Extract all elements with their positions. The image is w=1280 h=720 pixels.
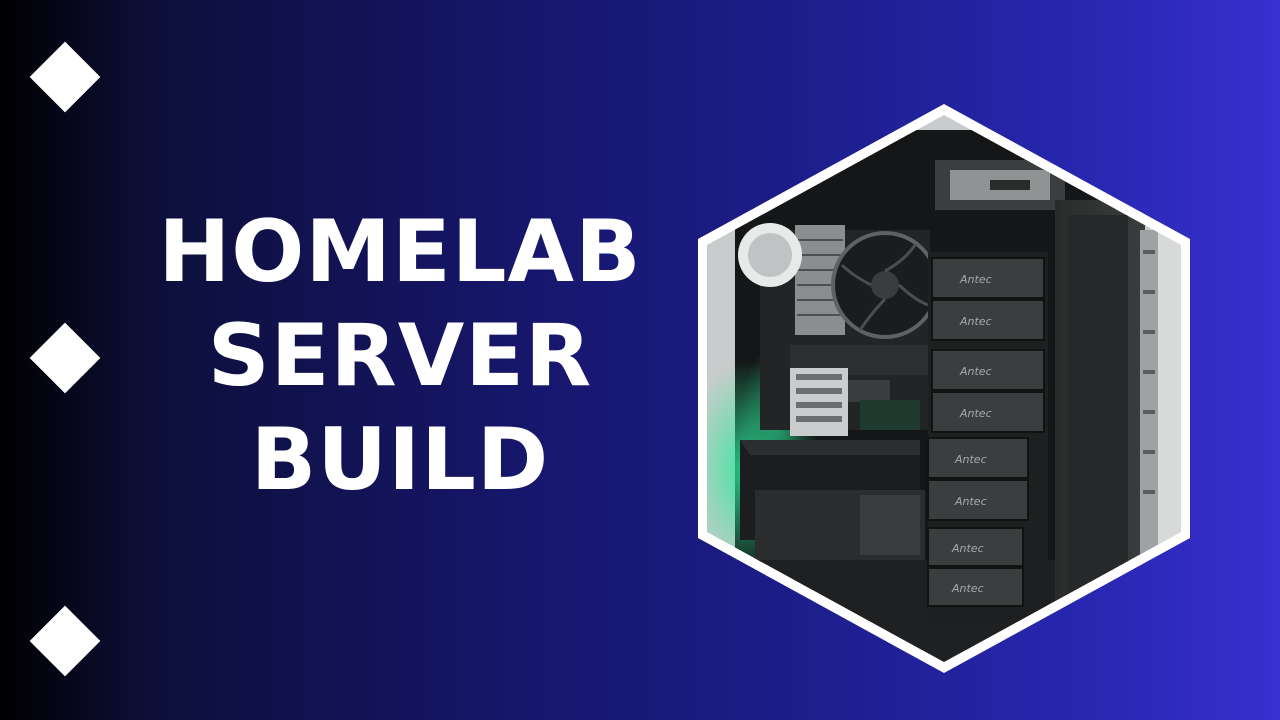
photo-content: Antec Antec Antec Antec Antec Antec Ante… [707,115,1181,662]
drive-bay-label: Antec [954,495,987,508]
drive-bay-label: Antec [959,315,992,328]
drive-bay-label: Antec [954,453,987,466]
title-line-2: SERVER [207,306,593,406]
drive-bay-label: Antec [959,407,992,420]
title-line-3: BUILD [250,410,550,510]
title-line-1: HOMELAB [158,202,642,302]
drive-bay-label: Antec [959,273,992,286]
drive-bay-label: Antec [951,542,984,555]
drive-bay-label: Antec [951,582,984,595]
page-title: HOMELAB SERVER BUILD [130,200,670,512]
drive-bay-label: Antec [959,365,992,378]
